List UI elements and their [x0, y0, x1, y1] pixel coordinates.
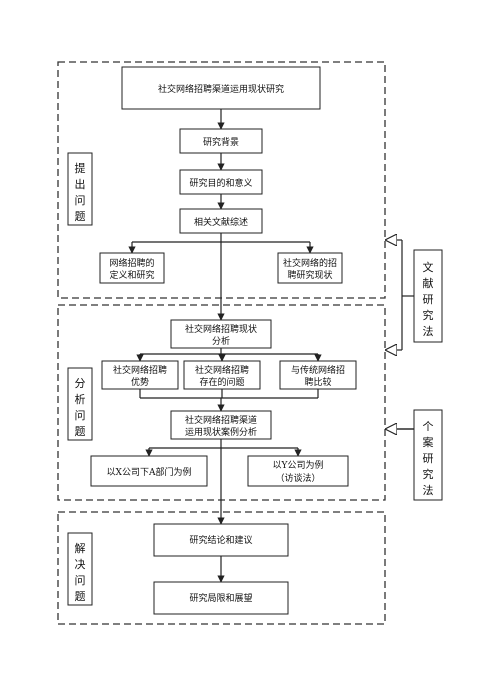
method-literature-char: 法 [423, 324, 434, 338]
stage-analyze-label: 分 析 问 题 [67, 367, 93, 441]
stage-propose-char: 出 [75, 177, 86, 191]
connectors [128, 109, 414, 583]
stage-propose-label: 提 出 问 题 [67, 152, 93, 226]
stage-solve-char: 问 [75, 574, 86, 587]
method-case-char: 研 [423, 452, 434, 465]
method-literature-char: 究 [423, 308, 434, 322]
node-purpose-text: 研究目的和意义 [189, 177, 252, 189]
method-case-char: 究 [423, 467, 434, 481]
node-advantages-line: 社交网络招聘 [113, 364, 167, 376]
node-background-text: 研究背景 [203, 136, 239, 148]
node-advantages: 社交网络招聘 优势 [101, 360, 179, 390]
stage-solve-label: 解 决 问 题 [67, 532, 93, 606]
stage-analyze-char: 分 [75, 377, 86, 390]
node-conclusion: 研究结论和建议 [153, 523, 289, 557]
method-case-char: 案 [423, 435, 434, 449]
node-case-analysis-line: 运用现状案例分析 [185, 426, 257, 438]
node-case-x-text: 以X公司下A部门为例 [107, 466, 192, 478]
node-problems: 社交网络招聘 存在的问题 [183, 360, 261, 390]
node-case-y-line: 以Y公司为例 [273, 459, 324, 471]
stage-propose-char: 题 [75, 210, 86, 223]
node-case-analysis: 社交网络招聘渠道 运用现状案例分析 [170, 410, 272, 440]
node-status-analysis-line: 分析 [212, 335, 230, 347]
node-definition-line: 网络招聘的 [109, 257, 154, 269]
node-case-y: 以Y公司为例 （访谈法） [247, 455, 349, 487]
method-literature-char: 文 [423, 260, 434, 274]
node-status-research-line: 社交网络的招 [283, 257, 337, 269]
node-status-research-line: 聘研究现状 [287, 269, 332, 281]
node-background: 研究背景 [179, 128, 263, 154]
node-comparison-line: 与传统网络招 [291, 364, 345, 376]
node-problems-line: 社交网络招聘 [195, 364, 249, 376]
node-definition-line: 定义和研究 [109, 269, 154, 281]
stage-analyze-char: 题 [75, 425, 86, 438]
node-status-analysis: 社交网络招聘现状 分析 [170, 319, 272, 349]
stage-solve-char: 题 [75, 590, 86, 603]
node-comparison: 与传统网络招 聘比较 [279, 360, 357, 390]
node-conclusion-text: 研究结论和建议 [189, 534, 252, 546]
node-purpose: 研究目的和意义 [179, 169, 263, 195]
node-title-text: 社交网络招聘渠道运用现状研究 [158, 83, 284, 95]
stage-solve-char: 决 [75, 558, 86, 571]
node-case-y-line: （访谈法） [275, 472, 320, 484]
method-literature-char: 研 [423, 293, 434, 306]
node-case-x: 以X公司下A部门为例 [90, 455, 208, 487]
node-problems-line: 存在的问题 [199, 376, 244, 388]
stage-solve-char: 解 [75, 541, 86, 555]
node-case-analysis-line: 社交网络招聘渠道 [185, 414, 257, 426]
node-comparison-line: 聘比较 [304, 376, 331, 388]
method-literature: 文 献 研 究 法 [413, 249, 443, 343]
node-literature: 相关文献综述 [179, 208, 263, 234]
node-status-analysis-line: 社交网络招聘现状 [185, 323, 257, 335]
method-case-char: 法 [423, 483, 434, 497]
stage-analyze-char: 问 [75, 409, 86, 422]
node-title: 社交网络招聘渠道运用现状研究 [121, 66, 321, 110]
node-limitations-text: 研究局限和展望 [189, 592, 252, 604]
stage-propose-char: 提 [75, 162, 86, 175]
node-limitations: 研究局限和展望 [153, 581, 289, 615]
method-literature-char: 献 [423, 276, 434, 290]
node-definition: 网络招聘的 定义和研究 [99, 252, 165, 284]
stage-analyze-char: 析 [75, 392, 86, 406]
method-case-char: 个 [423, 420, 434, 433]
method-case: 个 案 研 究 法 [413, 409, 443, 501]
node-literature-text: 相关文献综述 [194, 216, 248, 228]
line-analysis-merge-stubs [139, 389, 319, 398]
node-status-research: 社交网络的招 聘研究现状 [277, 252, 343, 284]
node-advantages-line: 优势 [131, 376, 149, 388]
stage-propose-char: 问 [75, 194, 86, 207]
